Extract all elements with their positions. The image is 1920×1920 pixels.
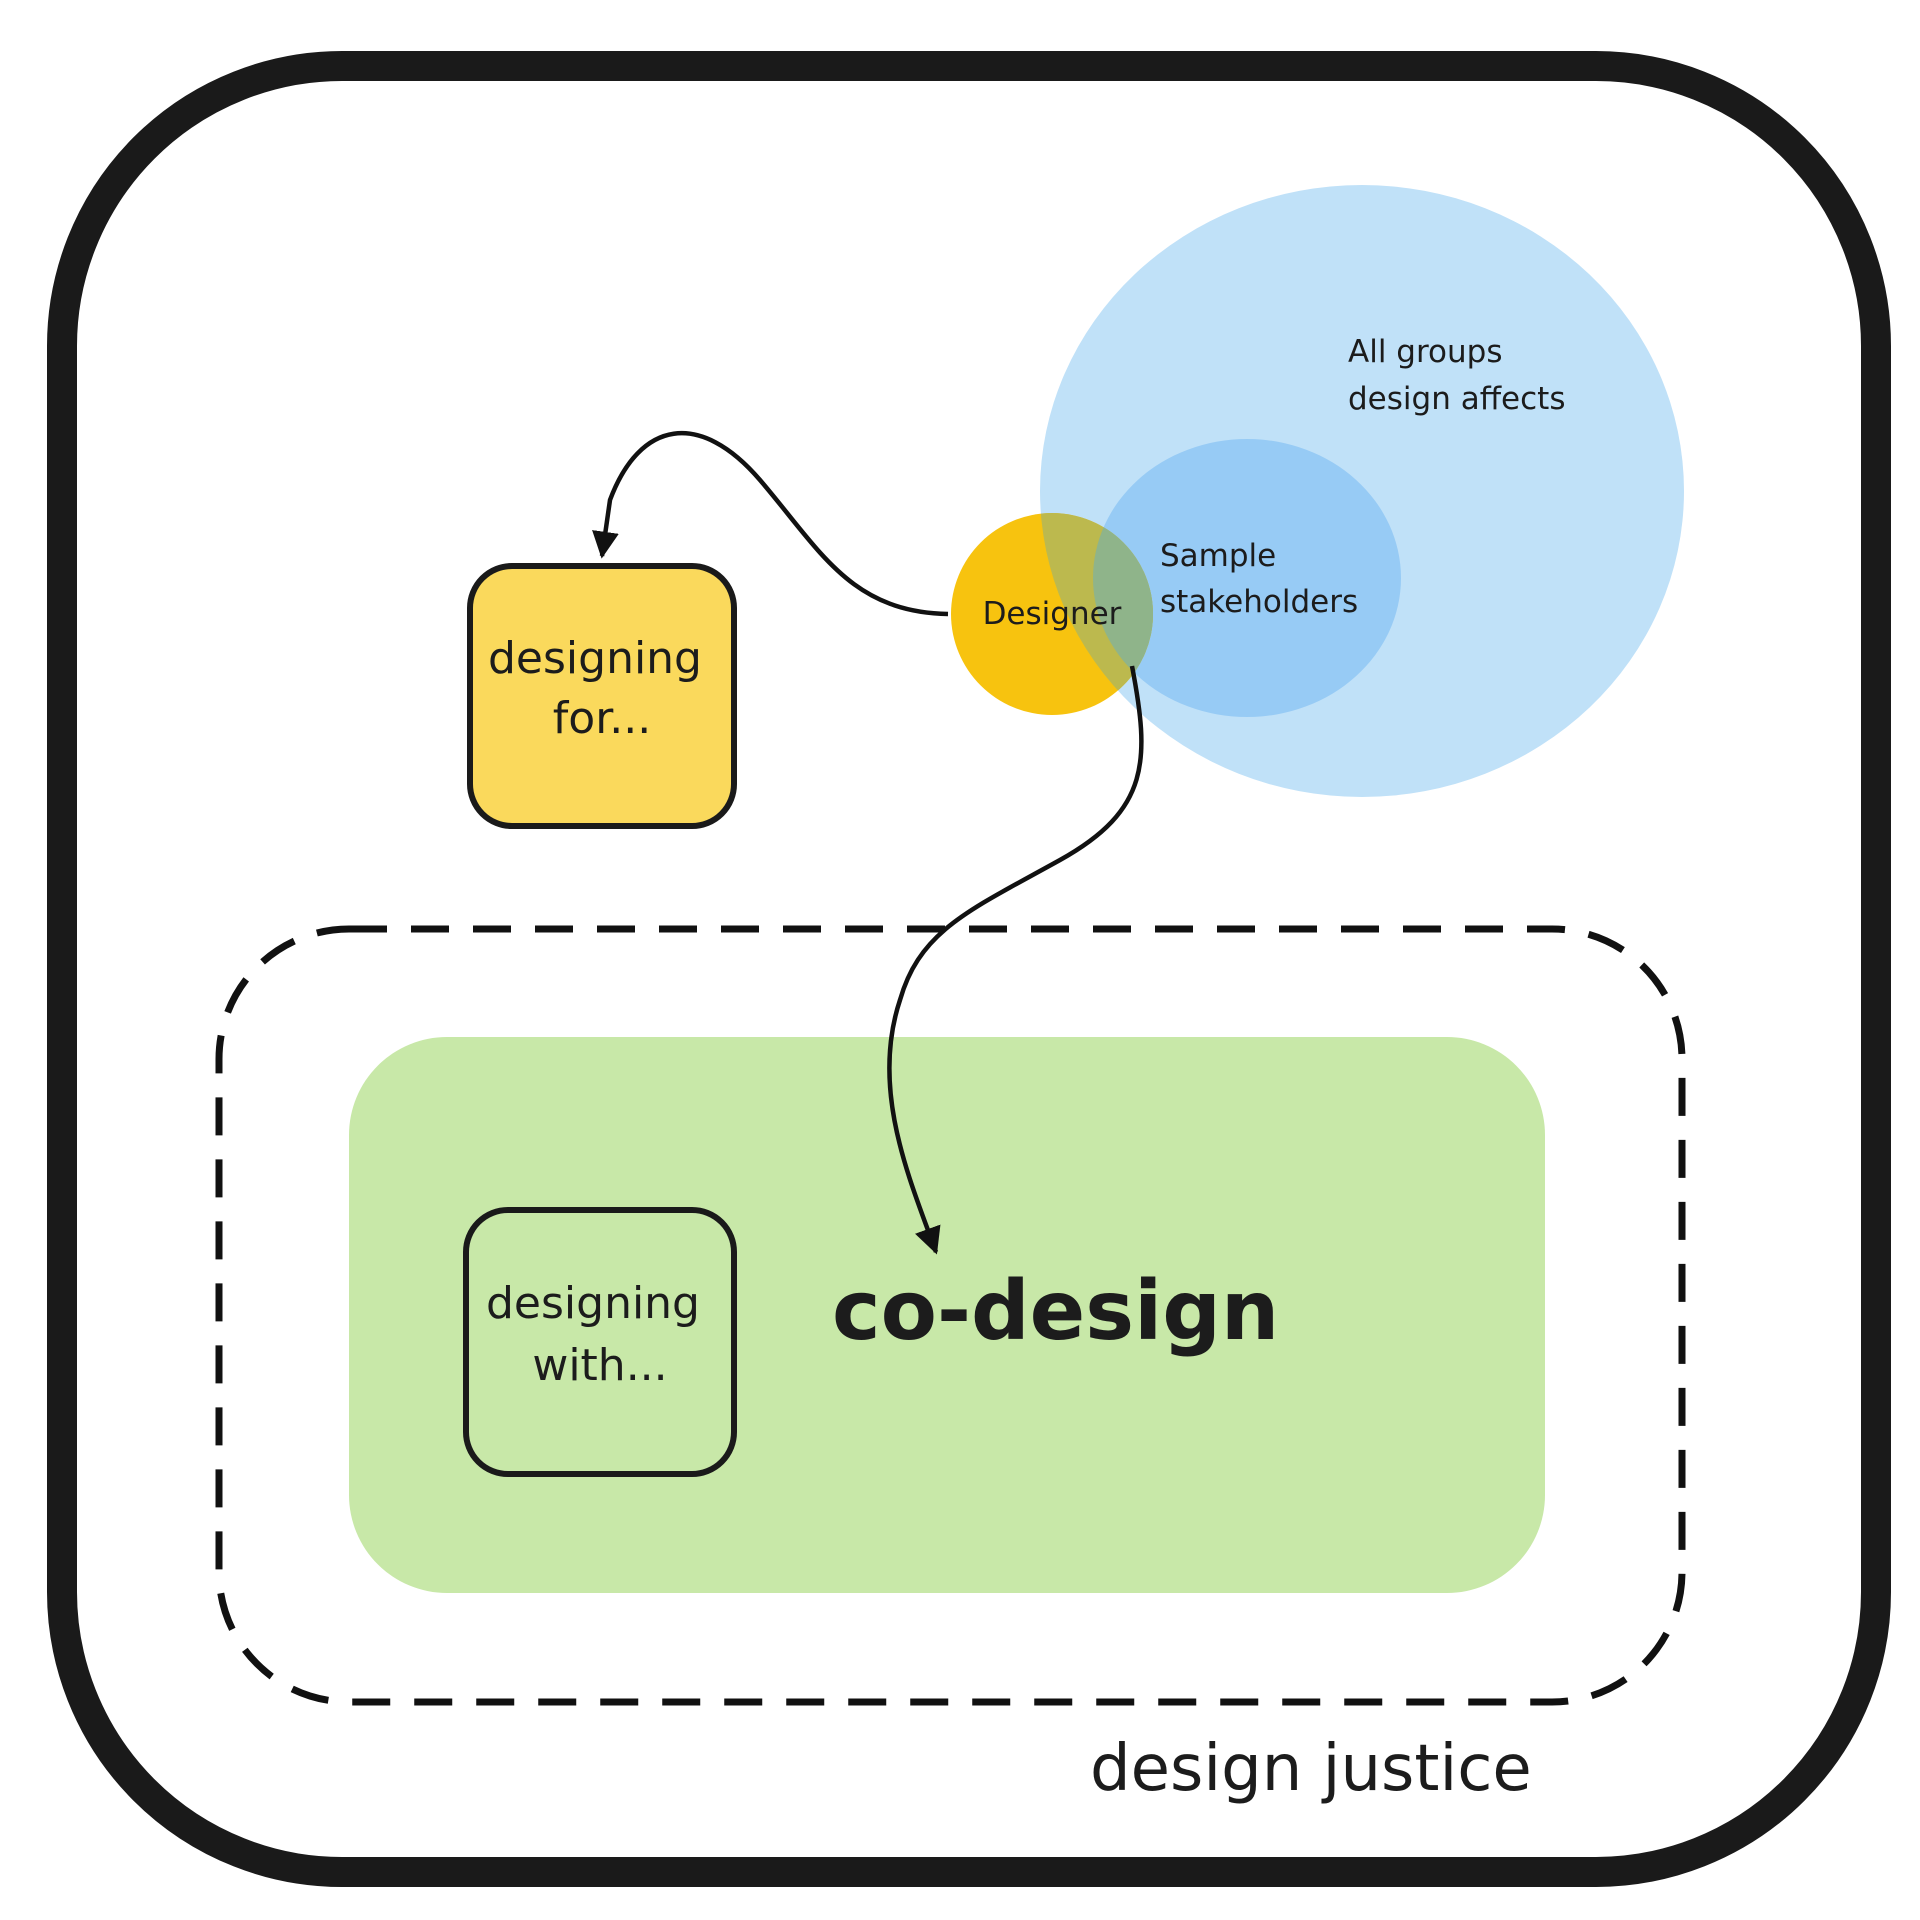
design-justice-label: design justice — [1090, 1732, 1532, 1806]
sample-stakeholders-ellipse — [1093, 439, 1401, 717]
sample-stakeholders-label: Sample stakeholders — [1160, 538, 1358, 620]
design-justice-dashed-boundary — [215, 925, 1686, 1706]
designer-label: Designer — [983, 596, 1122, 632]
arrow-to-co-design — [887, 665, 1144, 1255]
designing-for-box — [467, 563, 737, 829]
arrow-to-designing-for — [592, 430, 949, 617]
designing-with-box — [463, 1207, 737, 1477]
all-groups-label: All groups design affects — [1348, 334, 1565, 417]
designing-for-label: designing for... — [488, 633, 716, 744]
designing-with-label: designing with... — [486, 1278, 714, 1391]
co-design-label: co-design — [832, 1264, 1279, 1359]
